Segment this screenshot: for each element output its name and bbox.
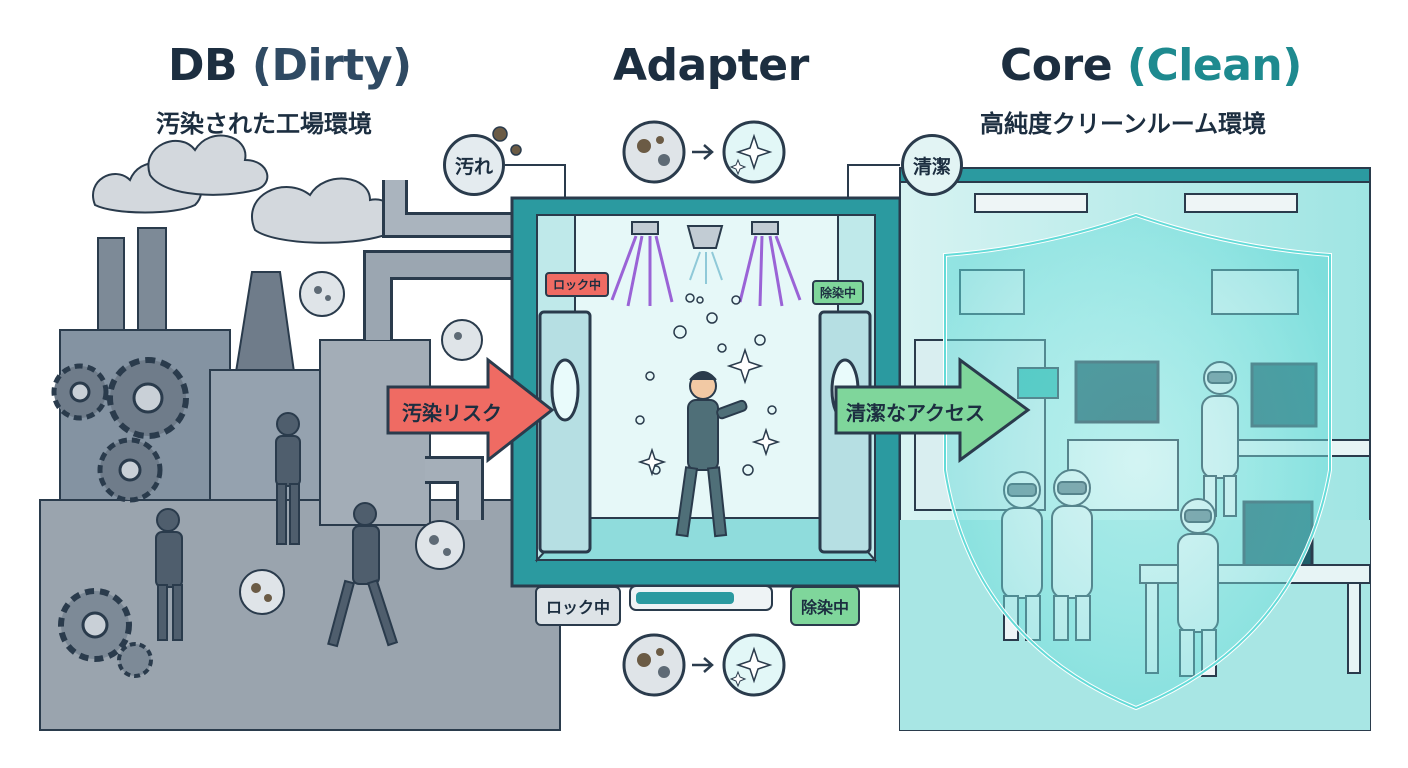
factory-worker <box>155 508 183 641</box>
callout-connector <box>847 164 900 198</box>
dirty-subtitle: 汚染された工場環境 <box>156 110 372 138</box>
dirty-to-clean-icon-top <box>622 120 786 184</box>
gear-icon <box>97 437 163 503</box>
dust-particle-icon <box>299 271 345 317</box>
gear-icon <box>107 357 189 439</box>
clean-room-zone <box>899 167 1371 731</box>
contamination-risk-label: 汚染リスク <box>402 401 502 425</box>
clean-title-main: Core <box>1000 40 1113 91</box>
clean-subtitle: 高純度クリーンルーム環境 <box>980 110 1267 138</box>
uv-nozzle-icon <box>738 221 802 307</box>
smoke-cloud <box>147 134 269 196</box>
gear-icon <box>117 642 153 678</box>
clean-callout-bubble: 清潔 <box>901 134 963 196</box>
door-decon-sign: 除染中 <box>812 280 865 305</box>
clean-title-accent: (Clean) <box>1126 40 1302 91</box>
adapter-title: Adapter <box>613 40 809 91</box>
factory-building <box>209 369 336 501</box>
spray-nozzle-icon <box>686 225 724 284</box>
dust-particle-icon <box>415 520 465 570</box>
gear-icon <box>58 588 132 662</box>
ceiling-light <box>974 193 1088 213</box>
factory-pipe <box>366 253 520 340</box>
callout-connector <box>505 164 566 198</box>
uv-nozzle-icon <box>610 221 674 307</box>
dirty-to-clean-icon-bottom <box>622 633 786 697</box>
sparkle-icon <box>637 347 781 477</box>
smoke-cloud <box>251 177 397 244</box>
dust-particle-icon <box>441 319 483 361</box>
decon-status-label: 除染中 <box>790 586 861 626</box>
airlock-left-door <box>538 310 592 554</box>
clean-callout-label: 清潔 <box>912 155 951 178</box>
dirty-title: DB (Dirty) <box>168 40 412 91</box>
clean-room-roof <box>899 167 1371 183</box>
dirty-factory-zone <box>39 134 561 731</box>
factory-pipe <box>425 459 481 520</box>
lab-bench-leg <box>1347 582 1361 674</box>
clean-access-label: 清潔なアクセス <box>846 401 985 425</box>
dirty-title-main: DB <box>168 40 238 91</box>
chimney <box>234 271 296 373</box>
airlock-person <box>675 371 748 538</box>
decon-progress-fill <box>636 592 734 604</box>
decon-bubbles <box>635 293 777 476</box>
dirty-callout-label: 汚れ <box>454 155 493 178</box>
protective-shield-outline <box>944 213 1331 710</box>
dirty-title-accent: (Dirty) <box>251 40 412 91</box>
ceiling-light <box>1184 193 1298 213</box>
clean-access-arrow <box>834 357 1031 463</box>
lock-status-label: ロック中 <box>535 586 622 626</box>
contamination-risk-arrow <box>386 356 555 464</box>
dirt-specks <box>492 126 522 156</box>
factory-pipe <box>385 180 520 235</box>
clean-title: Core (Clean) <box>1000 40 1302 91</box>
factory-worker <box>275 412 301 545</box>
door-lock-sign: ロック中 <box>545 272 610 297</box>
dust-particle-icon <box>239 569 285 615</box>
dirty-callout-bubble: 汚れ <box>443 134 505 196</box>
factory-worker <box>327 502 399 648</box>
gear-icon <box>51 363 109 421</box>
door-window <box>550 358 580 422</box>
